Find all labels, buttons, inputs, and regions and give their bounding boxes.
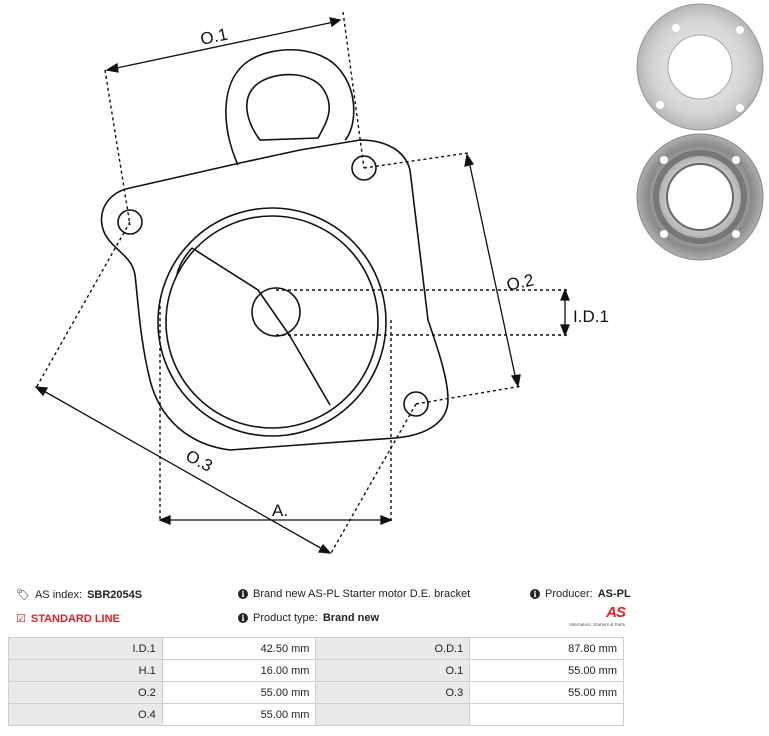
info-icon: i [238,613,248,623]
producer-label: Producer: [545,588,593,600]
param-value: 55.00 mm [469,681,624,704]
dim-label-id1: I.D.1 [573,307,609,326]
top-lug-outline [225,48,355,166]
param-value: 87.80 mm [469,637,624,660]
standard-line-label: STANDARD LINE [30,612,120,625]
flange-outline [100,139,449,451]
center-bore [251,287,301,337]
bearing-cup-photo [636,133,764,261]
left-ear-hole [117,209,143,235]
producer-value: AS-PL [597,588,631,600]
param-key: I.D.1 [8,637,163,660]
logo-tagline: Alternators, Starters & Parts [568,622,625,627]
checkbox-icon: ☑ [16,613,26,625]
param-key: O.D.1 [315,637,471,660]
param-key [315,703,471,726]
bracket-technical-drawing: O.1 O.2 I.D.1 O.3 A. [34,11,609,556]
param-key: O.1 [315,659,471,682]
as-index-value: SBR2054S [87,588,143,601]
param-value: 16.00 mm [161,659,317,682]
product-type-label: Product type: [253,612,318,624]
dim-label-a: A. [272,501,288,520]
as-pl-logo: AS Alternators, Starters & Parts [563,604,626,627]
plate-photo [636,3,764,131]
param-value [469,703,624,726]
param-value: 55.00 mm [469,659,624,682]
table-row: H.1 16.00 mm O.1 55.00 mm [8,659,624,682]
dim-label-o2: O.2 [505,270,536,294]
description-row: i Brand new AS-PL Starter motor D.E. bra… [238,588,470,600]
as-index-label: AS index: [34,588,83,601]
bottom-right-hole [403,391,429,417]
param-key: H.1 [8,659,163,682]
tags-icon: 🏷 [16,589,30,601]
inner-bore [165,215,379,429]
product-type-value: Brand new [322,612,380,624]
param-value: 42.50 mm [161,637,317,660]
param-key: O.2 [8,681,163,704]
product-type-row: i Product type: Brand new [238,612,379,624]
wedge-cut [191,247,331,406]
table-row: O.4 55.00 mm [8,703,624,726]
outer-bore [157,207,387,437]
standard-line-row: ☑ STANDARD LINE [16,612,120,626]
top-right-hole [351,155,377,181]
info-icon: i [530,589,540,599]
product-photos [636,3,764,261]
producer-row: i Producer: AS-PL [530,588,631,600]
info-icon: i [238,589,248,599]
description-text: Brand new AS-PL Starter motor D.E. brack… [253,588,471,600]
param-key: O.3 [315,681,471,704]
as-index-row: 🏷 AS index: SBR2054S [16,588,143,602]
dim-label-o3: O.3 [183,446,216,476]
parameters-table: I.D.1 42.50 mm O.D.1 87.80 mm H.1 16.00 … [8,637,624,726]
param-value: 55.00 mm [161,681,317,704]
table-row: O.2 55.00 mm O.3 55.00 mm [8,681,624,704]
logo-mark: AS [606,604,626,621]
top-lug-inner [246,73,330,141]
param-value: 55.00 mm [161,703,317,726]
param-key: O.4 [8,703,163,726]
table-row: I.D.1 42.50 mm O.D.1 87.80 mm [8,637,624,660]
